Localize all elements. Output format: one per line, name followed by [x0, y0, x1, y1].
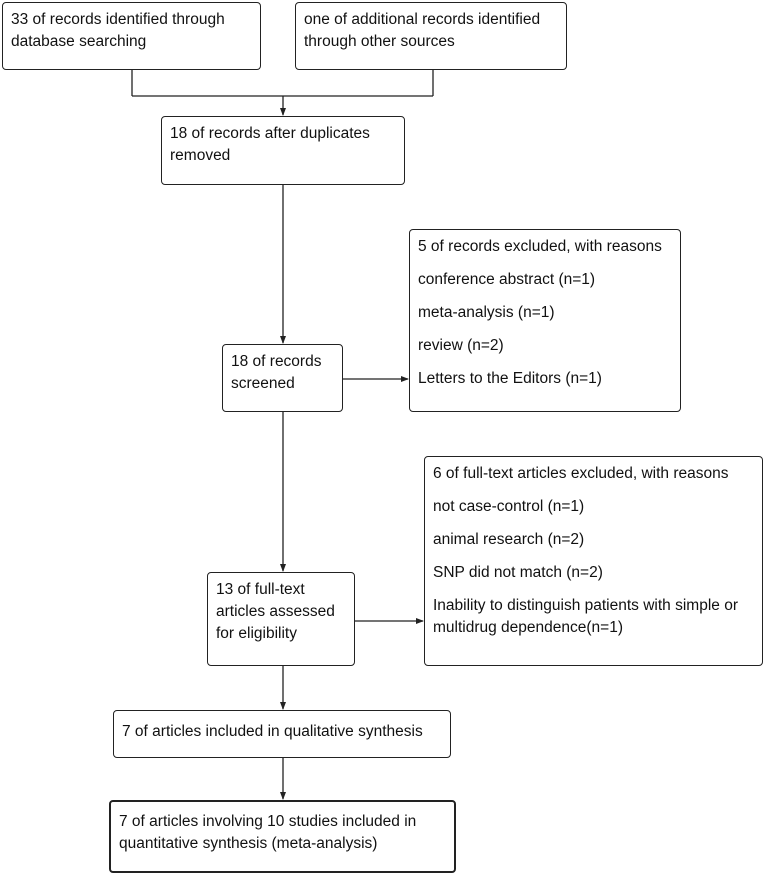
- full-text-line-3: for eligibility: [216, 625, 297, 642]
- records-database-box: 33 of records identified through databas…: [2, 2, 261, 70]
- qualitative-synthesis-box: 7 of articles included in qualitative sy…: [113, 710, 451, 758]
- quantitative-line-1: 7 of articles involving 10 studies inclu…: [119, 813, 417, 830]
- excluded-reason-inability-line-1: Inability to distinguish patients with s…: [433, 597, 738, 614]
- full-text-line-2: articles assessed: [216, 603, 335, 620]
- records-after-duplicates-box: 18 of records after duplicates removed: [161, 116, 405, 185]
- records-other-line-1: one of additional records identified: [304, 11, 541, 28]
- screened-line-1: 18 of records: [231, 353, 322, 370]
- records-excluded-title: 5 of records excluded, with reasons: [418, 238, 662, 255]
- records-excluded-box: 5 of records excluded, with reasons conf…: [409, 229, 681, 412]
- full-text-line-1: 13 of full-text: [216, 581, 305, 598]
- excluded-reason-conference: conference abstract (n=1): [418, 271, 596, 288]
- duplicates-line-2: removed: [170, 147, 231, 164]
- quantitative-line-2: quantitative synthesis (meta-analysis): [119, 835, 378, 852]
- excluded-reason-animal: animal research (n=2): [433, 531, 585, 548]
- records-screened-box: 18 of records screened: [222, 344, 343, 412]
- records-other-line-2: through other sources: [304, 33, 455, 50]
- full-text-excluded-title: 6 of full-text articles excluded, with r…: [433, 465, 729, 482]
- excluded-reason-letters: Letters to the Editors (n=1): [418, 370, 602, 387]
- full-text-assessed-box: 13 of full-text articles assessed for el…: [207, 572, 355, 666]
- excluded-reason-snp: SNP did not match (n=2): [433, 564, 603, 581]
- excluded-reason-inability-line-2: multidrug dependence(n=1): [433, 619, 624, 636]
- duplicates-line-1: 18 of records after duplicates: [170, 125, 370, 142]
- excluded-reason-case-control: not case-control (n=1): [433, 498, 585, 515]
- quantitative-synthesis-box: 7 of articles involving 10 studies inclu…: [109, 800, 456, 873]
- excluded-reason-meta-analysis: meta-analysis (n=1): [418, 304, 555, 321]
- records-database-line-1: 33 of records identified through: [11, 11, 225, 28]
- full-text-excluded-box: 6 of full-text articles excluded, with r…: [424, 456, 763, 666]
- screened-line-2: screened: [231, 375, 295, 392]
- records-database-line-2: database searching: [11, 33, 147, 50]
- records-other-sources-box: one of additional records identified thr…: [295, 2, 567, 70]
- excluded-reason-review: review (n=2): [418, 337, 504, 354]
- qualitative-text: 7 of articles included in qualitative sy…: [122, 723, 423, 740]
